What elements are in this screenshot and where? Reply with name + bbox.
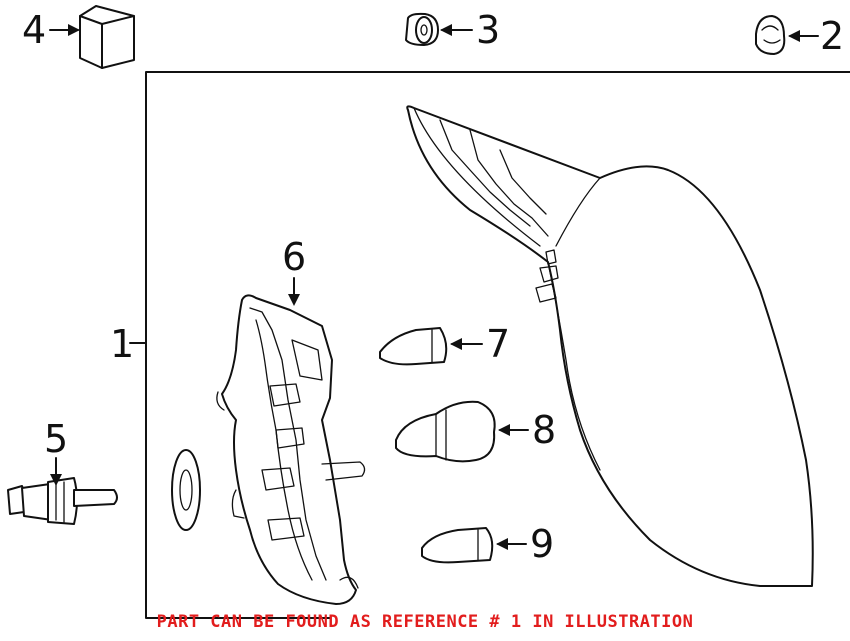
callout-8: 8: [532, 408, 556, 452]
callout-7: 7: [486, 322, 510, 366]
arrow-9: [496, 538, 508, 550]
reference-footnote: PART CAN BE FOUND AS REFERENCE # 1 IN IL…: [156, 612, 694, 632]
bulb-holder-part: [216, 294, 366, 605]
push-clip-part: [755, 15, 786, 55]
small-bulb-part: [379, 327, 448, 366]
arrow-5: [50, 474, 62, 486]
tail-lamp-housing: [406, 105, 814, 587]
callout-2: 2: [820, 14, 844, 58]
callout-6: 6: [282, 235, 306, 279]
grommet-part: [405, 12, 439, 46]
gasket-ring: [171, 449, 201, 531]
callout-9: 9: [530, 522, 554, 566]
callout-4: 4: [22, 8, 46, 52]
arrow-2: [788, 30, 800, 42]
arrow-4: [68, 24, 80, 36]
callout-3: 3: [476, 8, 500, 52]
large-bulb-part: [395, 400, 496, 463]
arrow-6: [288, 294, 300, 306]
arrow-8: [498, 424, 510, 436]
arrow-3: [440, 24, 452, 36]
side-bulb-socket-part: [7, 477, 118, 525]
rubber-block-part: [79, 5, 135, 69]
callout-5: 5: [44, 417, 68, 461]
arrow-7: [450, 338, 462, 350]
assembly-frame: [145, 71, 850, 619]
wedge-bulb-part: [421, 527, 494, 564]
